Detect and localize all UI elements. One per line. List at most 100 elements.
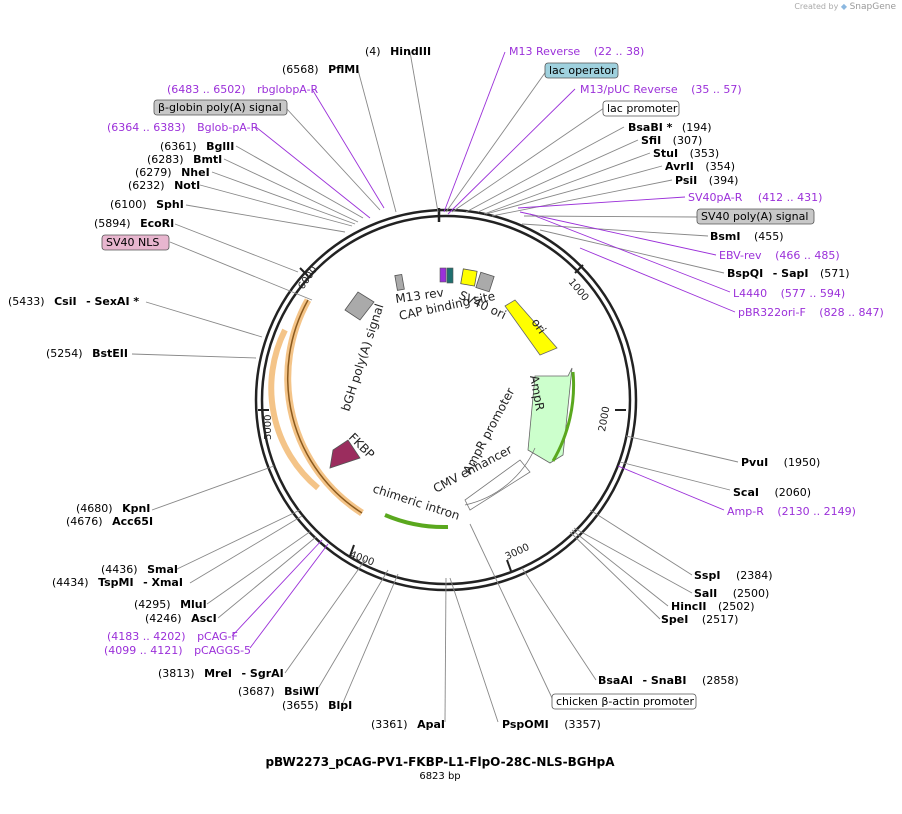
bgh-polya-shape <box>344 291 375 321</box>
connector-nhei <box>211 171 356 225</box>
enzyme-bsaai: BsaAI - SnaBI (2858) <box>598 674 739 687</box>
feature-arrows <box>268 267 576 530</box>
connector-chicken-actin <box>469 523 554 701</box>
cap-site-shape <box>446 267 454 284</box>
lac-promoter-box <box>602 100 680 117</box>
connector-lac-promoter <box>451 107 605 213</box>
feature-box-lac-promoter: lac promoter <box>602 100 680 117</box>
connector-apai <box>444 577 447 723</box>
connector-bglii <box>235 145 364 219</box>
primer-labels: M13 Reverse (22 .. 38) M13/pUC Reverse (… <box>104 45 884 657</box>
connector-hindiii <box>409 51 439 213</box>
primer-pcaggs-5: (4099 .. 4121) pCAGGS-5 <box>104 644 251 657</box>
enzyme-bsiwi: (3687) BsiWI <box>238 685 319 698</box>
feature-box-beta-globin-polya: β-globin poly(A) signal <box>153 99 288 116</box>
primer-pcag-f: (4183 .. 4202) pCAG-F <box>107 630 238 643</box>
connector-pbr322ori-f <box>579 247 736 313</box>
feature-boxes: lac operator lac promoter SV40 poly(A) s… <box>101 62 815 710</box>
enzyme-smai: (4436) SmaI <box>101 563 178 576</box>
plasmid-length: 6823 bp <box>419 771 460 782</box>
enzyme-ecori: (5894) EcoRI <box>94 217 174 230</box>
enzyme-sspi: SspI (2384) <box>694 569 773 582</box>
connector-noti <box>199 184 353 227</box>
chicken-actin-label: chicken β-actin promoter <box>556 695 694 708</box>
primer-sv40pa-r: SV40pA-R (412 .. 431) <box>688 191 822 204</box>
connector-bsabi <box>465 126 625 213</box>
enzyme-tspmi: (4434) TspMI - XmaI <box>52 576 183 589</box>
enzyme-bspqi: BspQI - SapI (571) <box>727 267 850 280</box>
plasmid-title: pBW2273_pCAG-PV1-FKBP-L1-FlpO-28C-NLS-BG… <box>265 755 615 770</box>
connector-m13-puc-reverse <box>447 88 576 215</box>
feature-label-ampr: AmpR <box>527 374 547 412</box>
chicken-actin-box <box>551 693 697 710</box>
tick-1000 <box>574 264 584 274</box>
enzyme-labels-right: BsaBI * (194) SfiI (307) StuI (353) AvrI… <box>502 121 850 731</box>
primer-l4440: L4440 (577 .. 594) <box>733 287 845 300</box>
enzyme-acc65i: (4676) Acc65I <box>66 515 153 528</box>
cmv-enhancer-arc <box>464 447 536 506</box>
tick-label-5000: 5000 <box>263 415 274 440</box>
feature-box-sv40-polya: SV40 poly(A) signal <box>696 208 815 225</box>
enzyme-blpi: (3655) BlpI <box>282 699 352 712</box>
primer-m13-puc-reverse: M13/pUC Reverse (35 .. 57) <box>580 83 742 96</box>
tick-4000 <box>349 544 355 557</box>
beta-globin-polya-box <box>153 99 288 116</box>
connector-bspqi <box>539 229 725 274</box>
connector-m13-reverse <box>443 51 506 213</box>
sv40-nls-label: SV40 NLS <box>106 236 159 249</box>
connector-bmti <box>223 158 359 223</box>
enzyme-labels-left: (4) HindIII (6568) PflMI (6361) BglII (6… <box>8 45 445 731</box>
sv40-polya-box <box>696 208 815 225</box>
enzyme-hindiii: (4) HindIII <box>365 45 431 58</box>
feature-label-m13-rev: M13 rev <box>394 285 444 306</box>
primer-bglob-pa-r: (6364 .. 6383) Bglob-pA-R <box>107 121 259 134</box>
m13-rev-shape <box>394 273 405 291</box>
sv40-nls-box <box>101 234 170 251</box>
sv40-polya-label: SV40 poly(A) signal <box>701 210 808 223</box>
connector-ebv-rev <box>519 211 717 256</box>
connector-blpi <box>341 573 399 706</box>
connector-psii <box>491 179 673 217</box>
enzyme-mrei: (3813) MreI - SgrAI <box>158 667 284 680</box>
enzyme-sphi: (6100) SphI <box>110 198 184 211</box>
feature-box-connectors <box>169 69 699 701</box>
sv40-ori-shape <box>460 268 478 287</box>
enzyme-connectors <box>131 51 739 723</box>
lac-operator-shape <box>439 267 447 283</box>
enzyme-asci: (4246) AscI <box>145 612 217 625</box>
connector-sv40-nls <box>169 241 313 301</box>
primer-m13-reverse: M13 Reverse (22 .. 38) <box>509 45 644 58</box>
ori-arrow <box>504 299 558 356</box>
enzyme-spei: SpeI (2517) <box>661 613 738 626</box>
enzyme-bglii: (6361) BglII <box>160 140 234 153</box>
connector-tspmi <box>189 515 303 584</box>
connector-asci <box>217 536 317 619</box>
feature-label-bgh-polya: bGH poly(A) signal <box>339 302 387 413</box>
connector-sv40-polya-box <box>523 215 699 218</box>
beta-globin-polya-label: β-globin poly(A) signal <box>158 101 282 114</box>
enzyme-bmti: (6283) BmtI <box>147 153 222 166</box>
connector-beta-globin-polya <box>285 107 381 211</box>
primer-amp-r: Amp-R (2130 .. 2149) <box>727 505 856 518</box>
enzyme-noti: (6232) NotI <box>128 179 200 192</box>
ampr-promoter-arrow <box>464 459 531 511</box>
lac-promoter-label: lac promoter <box>607 102 678 115</box>
enzyme-avrii: AvrII (354) <box>665 160 735 173</box>
connector-kpni <box>151 465 275 511</box>
enzyme-sali: SalI (2500) <box>694 587 769 600</box>
enzyme-stui: StuI (353) <box>653 147 719 160</box>
snapgene-logo-icon: ◆ <box>840 2 848 11</box>
enzyme-bsabi: BsaBI * (194) <box>628 121 712 134</box>
tick-6000 <box>299 267 309 277</box>
enzyme-pflmi: (6568) PflMI <box>282 63 359 76</box>
tick-label-2000: 2000 <box>597 406 612 433</box>
fkbp-arrow <box>329 439 361 469</box>
primer-connectors <box>231 51 736 649</box>
connector-stui <box>483 152 651 215</box>
ampr-arrow <box>527 367 573 464</box>
connector-pcaggs-5 <box>249 543 329 649</box>
connector-bsaai <box>521 567 597 681</box>
connector-sspi <box>589 509 693 576</box>
ampr-orf-arc <box>551 371 576 462</box>
